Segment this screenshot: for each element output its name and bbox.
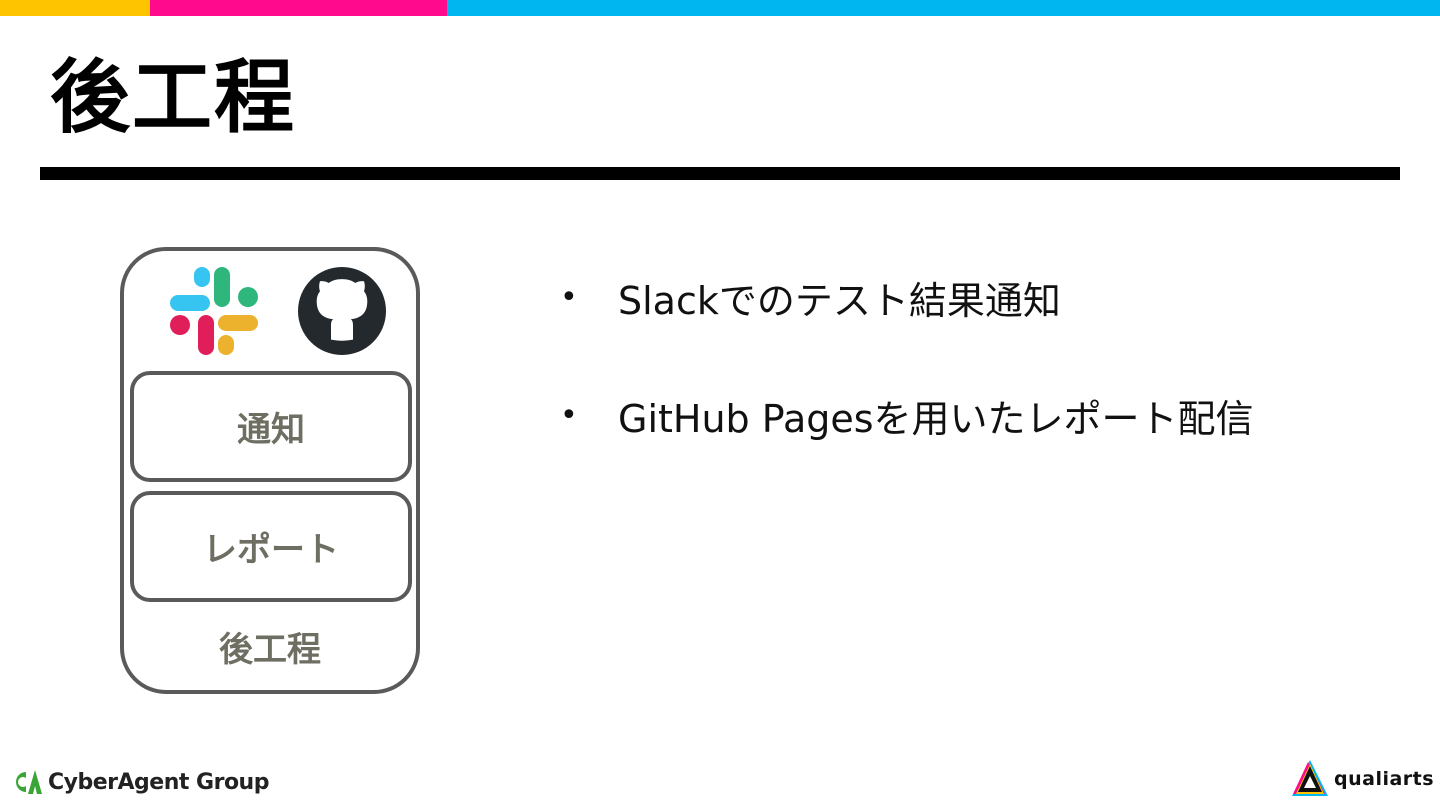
slack-icon [170,267,258,355]
layer-report-label: レポート [203,530,339,570]
github-icon [298,267,386,355]
layer-report: レポート [130,491,412,602]
bullet-marker: • [560,279,578,315]
stack-label: 後工程 [219,630,321,670]
cyberagent-logo: CyberAgent Group [12,768,269,796]
bullet-text: Slackでのテスト結果通知 [618,278,1061,323]
slack-icon-right [218,315,258,331]
bullet-item: • GitHub Pagesを用いたレポート配信 [560,390,1254,441]
bullet-item: • Slackでのテスト結果通知 [560,272,1254,323]
cyberagent-logo-text: CyberAgent Group [48,769,269,795]
post-process-stack-frame [120,247,420,694]
slack-icon-top-dot [238,287,258,307]
qualiarts-logo: qualiarts [1290,758,1434,800]
slack-icon-left-dot [194,267,210,287]
qualiarts-triangle-icon [1292,760,1328,796]
slack-icon-bottom [198,315,214,355]
slack-icon-left [170,295,210,311]
bullet-list: • Slackでのテスト結果通知 • GitHub Pagesを用いたレポート配… [560,272,1254,441]
slack-icon-right-dot [218,335,234,355]
qualiarts-logo-text: qualiarts [1334,768,1435,790]
layer-notification: 通知 [130,371,412,482]
cyberagent-mark-icon [16,770,42,794]
top-accent-bar [0,0,1440,16]
accent-pink-segment [150,0,447,16]
slack-icon-bottom-dot [170,315,190,335]
layer-notification-label: 通知 [237,410,305,450]
bullet-text: GitHub Pagesを用いたレポート配信 [618,396,1254,441]
title-underline [40,167,1400,180]
accent-yellow-segment [0,0,150,16]
slack-icon-top [214,267,230,307]
bullet-marker: • [560,397,578,433]
accent-blue-segment [447,0,1440,16]
slide-title: 後工程 [50,51,296,144]
